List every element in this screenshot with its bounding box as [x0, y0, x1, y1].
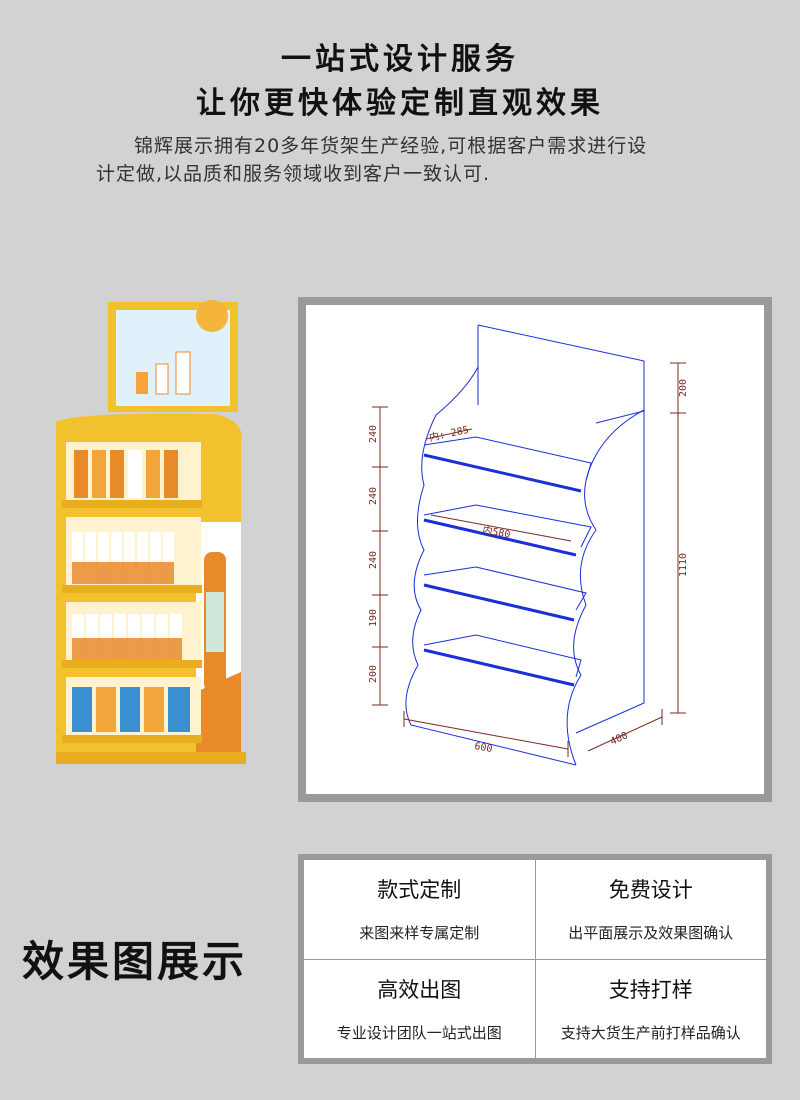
shelf-front-2: [423, 518, 577, 557]
technical-drawing: 240 240 240 190 200 200 1110 内: 285 内580…: [306, 305, 764, 794]
shelf-front-4: [423, 648, 575, 687]
display-rack-photo: [56, 300, 246, 764]
feature-title: 支持打样: [608, 977, 693, 1002]
feature-title: 高效出图: [377, 977, 462, 1002]
feature-subtitle: 出平面展示及效果图确认: [568, 924, 734, 942]
dim-left-3: 240: [368, 551, 379, 569]
feature-cell-sample: 支持打样 支持大货生产前打样品确认: [535, 959, 766, 1058]
feature-subtitle: 专业设计团队一站式出图: [336, 1023, 502, 1042]
dim-right-1: 200: [678, 379, 689, 397]
feature-title: 款式定制: [377, 878, 462, 902]
dim-width: 600: [473, 741, 493, 755]
dim-left-2: 240: [368, 487, 379, 505]
dim-inner-width: 内580: [481, 523, 511, 541]
headline-line-2: 让你更快体验定制直观效果: [196, 86, 604, 121]
dim-left-4: 190: [368, 609, 379, 627]
feature-subtitle: 支持大货生产前打样品确认: [560, 1023, 741, 1042]
dim-left-1: 240: [368, 425, 379, 443]
dim-left-5: 200: [368, 665, 379, 683]
right-side-outline: [435, 366, 645, 766]
rack-base: [56, 752, 246, 764]
shelf-front-3: [423, 583, 575, 622]
rack-blueprint: 240 240 240 190 200 200 1110 内: 285 内580…: [368, 324, 689, 766]
back-panel-outline: [477, 324, 645, 734]
dim-right-2: 1110: [678, 553, 689, 577]
features-table: 款式定制 来图来样专属定制 免费设计 出平面展示及效果图确认 高效出图 专业设计…: [298, 854, 772, 1064]
sun-graphic: [196, 300, 228, 332]
feature-cell-free-design: 免费设计 出平面展示及效果图确认: [535, 860, 766, 959]
company-description: 锦辉展示拥有20多年货架生产经验,可根据客户需求进行设计定做,以品质和服务领域收…: [96, 135, 648, 185]
headline-line-1: 一站式设计服务: [281, 42, 519, 77]
technical-drawing-frame: 240 240 240 190 200 200 1110 内: 285 内580…: [298, 297, 772, 802]
shelf-front-1: [423, 453, 582, 493]
feature-cell-custom-style: 款式定制 来图来样专属定制: [304, 860, 535, 959]
left-side-outline: [405, 414, 577, 766]
feature-cell-fast-output: 高效出图 专业设计团队一站式出图: [304, 959, 535, 1058]
section-title: 效果图展示: [22, 937, 248, 986]
feature-subtitle: 来图来样专属定制: [359, 924, 480, 942]
feature-title: 免费设计: [608, 878, 693, 902]
